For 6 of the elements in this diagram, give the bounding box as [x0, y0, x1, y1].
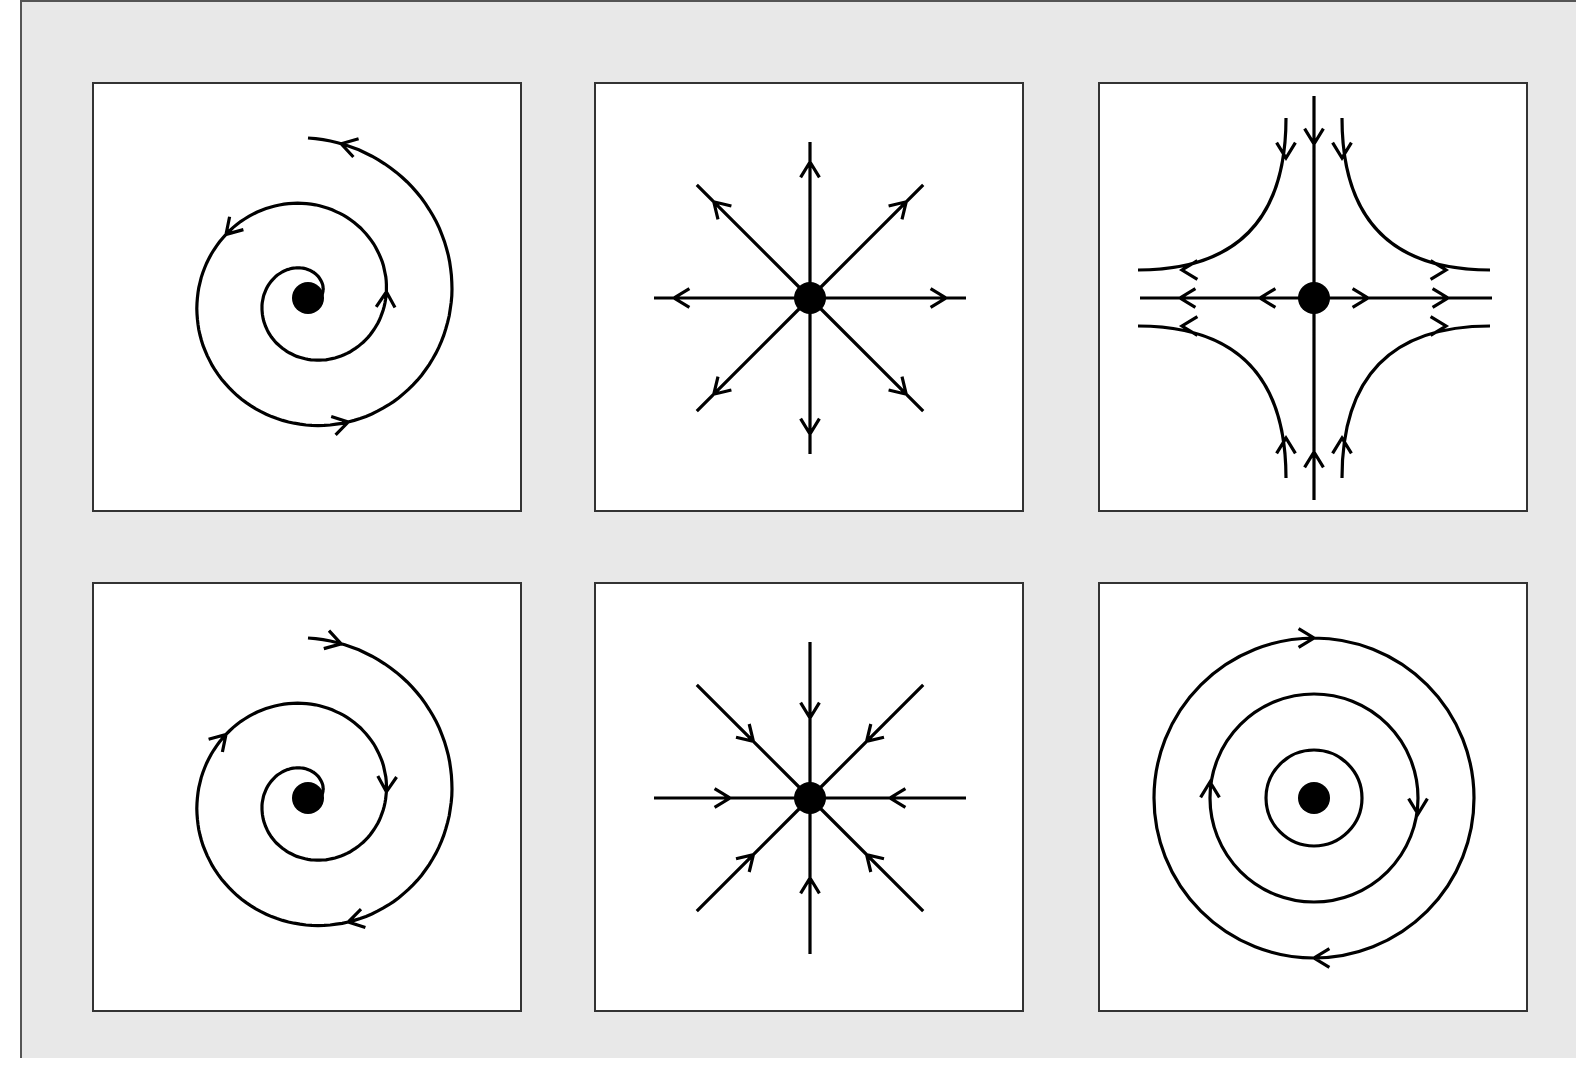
- diagram-panel: [92, 582, 522, 1012]
- diagram-panel: [1098, 82, 1528, 512]
- diagram-panel: [1098, 582, 1528, 1012]
- diagram-panel: [92, 82, 522, 512]
- diagram-panel: [594, 82, 1024, 512]
- diagram-panel: [594, 582, 1024, 1012]
